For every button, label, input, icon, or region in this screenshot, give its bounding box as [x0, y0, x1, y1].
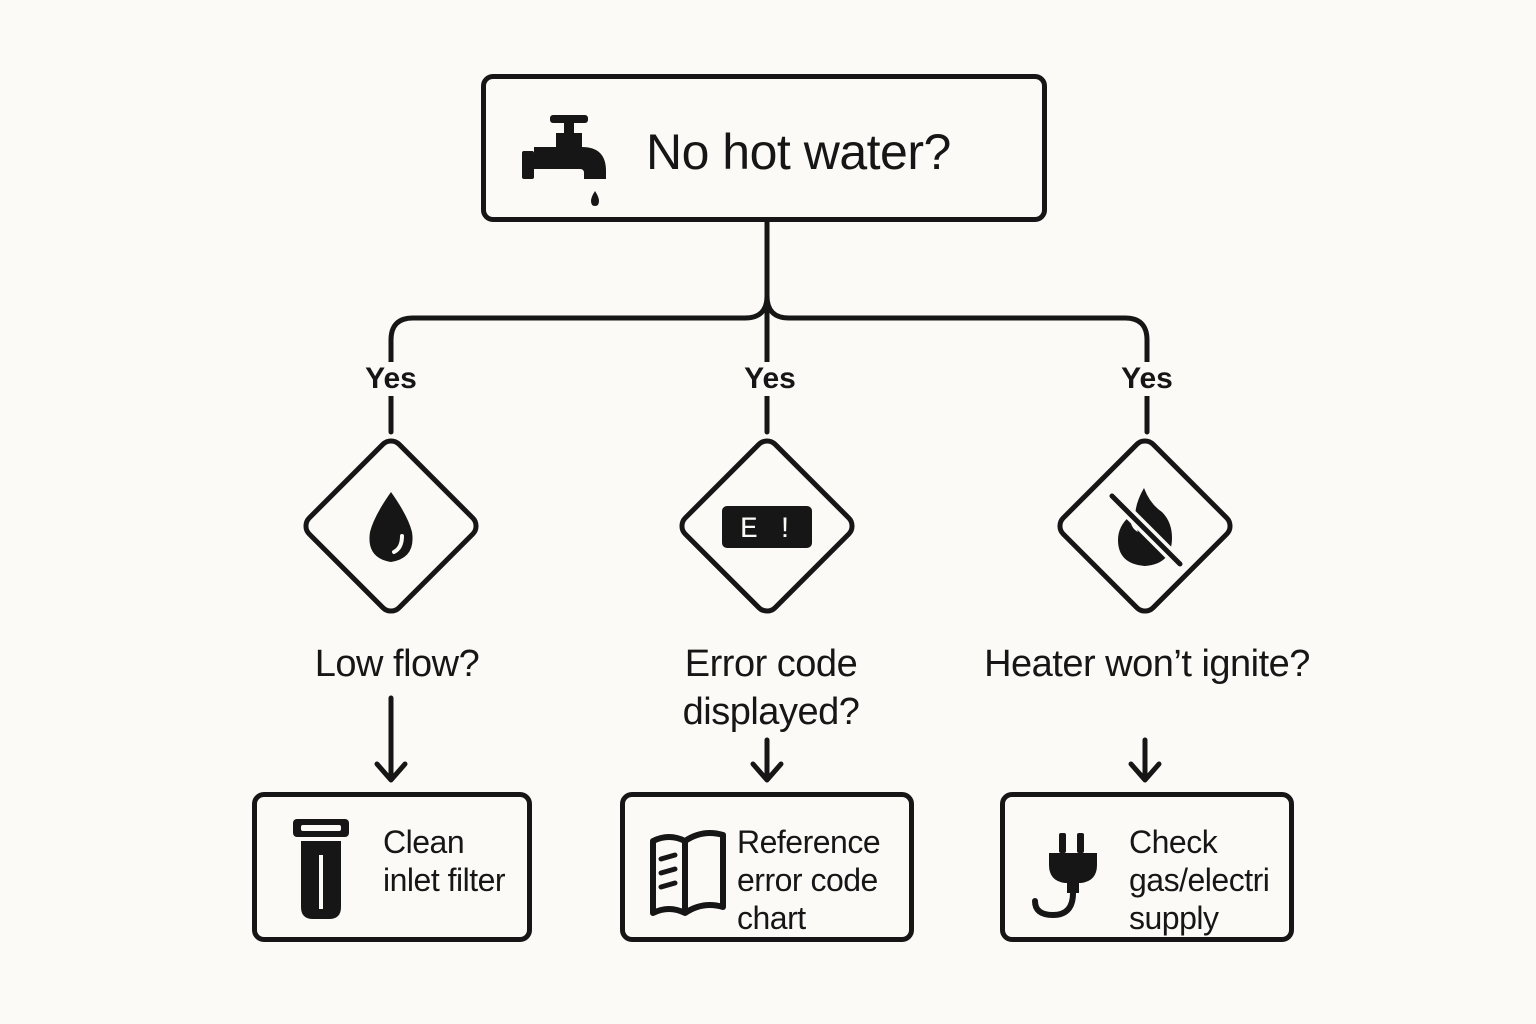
trunk-line [388, 219, 770, 435]
question-heater-wont-ignite: Heater won’t ignite? [984, 643, 1310, 685]
manual-book-icon [650, 830, 726, 916]
error-code-text: E ! [740, 513, 794, 547]
root-node: No hot water? [481, 74, 1047, 222]
yes-label-low-flow: Yes [331, 362, 451, 396]
no-flame-icon [1106, 488, 1186, 570]
action-text-reference-chart: Reference error code chart [737, 824, 881, 936]
error-code-display-icon: E ! [722, 506, 812, 548]
plug-icon [1032, 833, 1097, 919]
root-question: No hot water? [646, 124, 951, 180]
faucet-icon [522, 115, 606, 206]
action-reference-error-code-chart: Reference error code chart [620, 792, 914, 942]
right-branch-line [764, 293, 1150, 435]
arrow-1 [374, 695, 408, 783]
action-text-check-supply: Check gas/electri supply [1129, 824, 1270, 936]
action-clean-inlet-filter: Clean inlet filter [252, 792, 532, 942]
yes-label-wont-ignite: Yes [1087, 362, 1207, 396]
arrow-2 [750, 737, 784, 783]
water-drop-icon [369, 492, 413, 562]
arrow-3 [1128, 737, 1162, 783]
filter-cartridge-icon [293, 819, 349, 919]
question-error-code-displayed: Error code displayed? [682, 643, 860, 733]
question-low-flow: Low flow? [314, 643, 480, 685]
action-text-clean-inlet-filter: Clean inlet filter [383, 824, 506, 898]
action-check-supply: Check gas/electri supply [1000, 792, 1294, 942]
yes-label-error-code: Yes [710, 362, 830, 396]
